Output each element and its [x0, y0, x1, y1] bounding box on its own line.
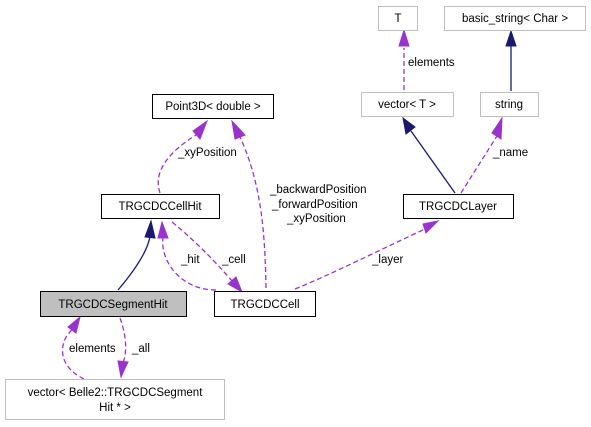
edge-point3d-to-cellhit — [157, 119, 209, 194]
edge-label-elements-t: elements — [408, 57, 455, 69]
node-layer[interactable]: TRGCDCLayer — [403, 194, 514, 219]
edge-label-cell: _cell — [221, 254, 246, 266]
edge-vector-seg-to-segmenthit — [61, 315, 85, 380]
edge-label-cell-xy-position: _xyPosition — [286, 213, 346, 225]
node-basic-string[interactable]: basic_string< Char > — [444, 6, 586, 31]
node-t-label: T — [394, 13, 401, 25]
node-string-label: string — [495, 99, 523, 111]
node-point3d-label: Point3D< double > — [165, 101, 261, 113]
node-segment-hit-label: TRGCDCSegmentHit — [58, 299, 168, 311]
node-vector-segment-hit-label-line1: vector< Belle2::TRGCDCSegment — [28, 387, 204, 399]
node-segment-hit[interactable]: TRGCDCSegmentHit — [40, 291, 187, 317]
node-vector-segment-hit[interactable]: vector< Belle2::TRGCDCSegment Hit * > — [5, 379, 225, 420]
node-basic-string-label: basic_string< Char > — [462, 13, 568, 25]
node-layer-label: TRGCDCLayer — [419, 201, 497, 213]
node-string[interactable]: string — [480, 92, 539, 117]
node-cell[interactable]: TRGCDCCell — [214, 291, 316, 317]
edge-label-forward-position: _forwardPosition — [271, 199, 358, 211]
node-cell-label: TRGCDCCell — [231, 299, 300, 311]
edge-t-to-vector — [398, 28, 410, 90]
edge-label-xy-position: _xyPosition — [177, 147, 237, 159]
node-vector-t-label: vector< T > — [378, 99, 436, 111]
edge-basic-string-to-string — [505, 29, 517, 91]
edge-string-to-layer — [460, 116, 503, 194]
edge-vector-to-layer — [402, 116, 456, 194]
edge-cell-to-cellhit — [157, 220, 217, 291]
edge-label-elements-seg: elements — [69, 343, 116, 355]
edge-label-all: _all — [131, 343, 150, 355]
edge-cellhit-to-cell — [171, 221, 243, 294]
edge-layer-to-cell — [294, 220, 440, 290]
node-vector-t[interactable]: vector< T > — [361, 92, 454, 117]
edge-label-hit: _hit — [180, 254, 200, 266]
edge-point3d-to-cell — [231, 119, 267, 289]
node-point3d[interactable]: Point3D< double > — [152, 94, 274, 119]
edge-segmenthit-to-vector-seg — [117, 317, 129, 379]
node-vector-segment-hit-label-line2: Hit * > — [99, 402, 131, 414]
edge-label-layer: _layer — [371, 254, 403, 266]
edge-label-name: _name — [492, 147, 528, 159]
node-cell-hit-label: TRGCDCCellHit — [118, 201, 202, 213]
node-t[interactable]: T — [378, 6, 418, 31]
node-cell-hit[interactable]: TRGCDCCellHit — [101, 194, 220, 219]
edge-cellhit-to-segmenthit — [117, 219, 156, 291]
edge-label-backward-position: _backwardPosition — [269, 184, 367, 196]
